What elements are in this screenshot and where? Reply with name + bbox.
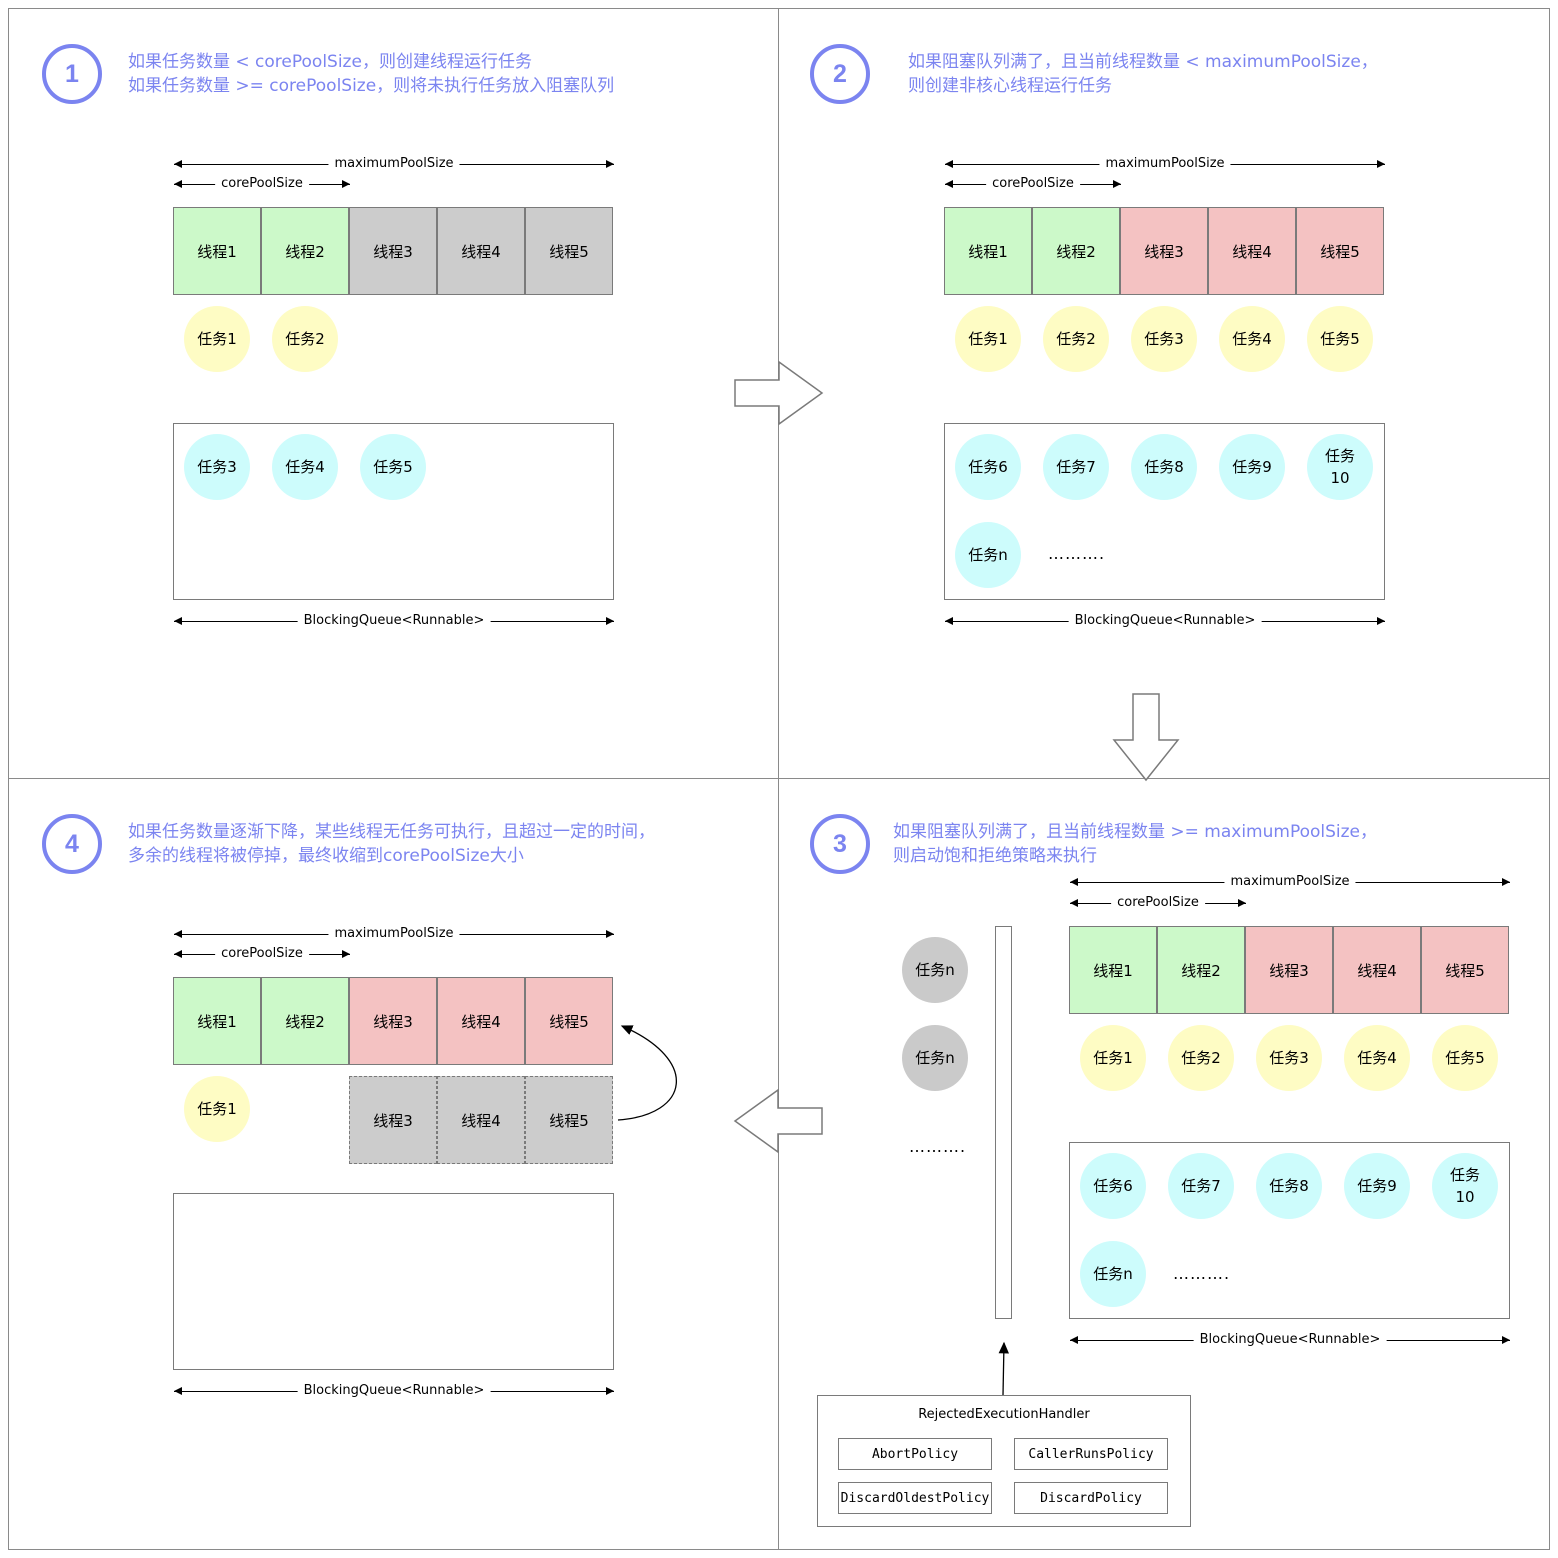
core-pool-dimension: corePoolSize [174, 175, 350, 193]
queued-task: 任务 10 [1432, 1153, 1498, 1219]
running-task: 任务2 [1168, 1025, 1234, 1091]
queue-dimension: BlockingQueue<Runnable> [174, 612, 614, 630]
queued-task: 任务5 [360, 434, 426, 500]
thread-cell: 线程3 [1245, 926, 1333, 1014]
thread-cell: 线程1 [173, 977, 261, 1065]
queued-task: 任务8 [1256, 1153, 1322, 1219]
left-arrow-icon [733, 1088, 823, 1154]
running-task: 任务3 [1131, 306, 1197, 372]
max-pool-dimension: maximumPoolSize [945, 155, 1385, 173]
running-task: 任务1 [184, 306, 250, 372]
max-pool-dimension: maximumPoolSize [174, 155, 614, 173]
core-pool-dimension: corePoolSize [945, 175, 1121, 193]
thread-cell: 线程4 [437, 207, 525, 295]
step-2-title: 如果阻塞队列满了，且当前线程数量 < maximumPoolSize， 则创建非… [908, 52, 1378, 96]
queued-task: 任务3 [184, 434, 250, 500]
thread-cell: 线程2 [1157, 926, 1245, 1014]
thread-cell: 线程2 [261, 207, 349, 295]
step-4-title: 如果任务数量逐渐下降，某些线程无任务可执行，且超过一定的时间， 多余的线程将被停… [128, 822, 655, 866]
queued-task: 任务7 [1043, 434, 1109, 500]
stopped-thread-cell: 线程5 [525, 1076, 613, 1164]
queued-task: 任务9 [1344, 1153, 1410, 1219]
queued-task: 任务4 [272, 434, 338, 500]
running-task: 任务2 [272, 306, 338, 372]
thread-cell: 线程4 [1333, 926, 1421, 1014]
queued-task: 任务6 [955, 434, 1021, 500]
shrink-curve-arrow [617, 1025, 677, 1121]
running-task: 任务5 [1307, 306, 1373, 372]
step-3-badge: 3 [810, 814, 870, 874]
stopped-thread-cell: 线程4 [437, 1076, 525, 1164]
thread-cell: 线程2 [1032, 207, 1120, 295]
queue-dimension: BlockingQueue<Runnable> [174, 1382, 614, 1400]
running-task: 任务4 [1219, 306, 1285, 372]
discard-policy: DiscardPolicy [1014, 1482, 1168, 1514]
thread-cell: 线程1 [944, 207, 1032, 295]
max-pool-dimension: maximumPoolSize [174, 925, 614, 943]
queued-task: 任务7 [1168, 1153, 1234, 1219]
thread-cell: 线程3 [349, 207, 437, 295]
thread-cell: 线程5 [1421, 926, 1509, 1014]
step-1-badge: 1 [42, 44, 102, 104]
more-tasks-ellipsis: ………. [1048, 544, 1106, 563]
thread-cell: 线程3 [349, 977, 437, 1065]
handler-title: RejectedExecutionHandler [918, 1407, 1090, 1422]
queued-task: 任务6 [1080, 1153, 1146, 1219]
thread-cell: 线程4 [1208, 207, 1296, 295]
step-2-badge: 2 [810, 44, 870, 104]
running-task: 任务2 [1043, 306, 1109, 372]
running-task: 任务1 [184, 1076, 250, 1142]
thread-cell: 线程1 [1069, 926, 1157, 1014]
step-1-title: 如果任务数量 < corePoolSize，则创建线程运行任务 如果任务数量 >… [128, 52, 615, 96]
thread-cell: 线程1 [173, 207, 261, 295]
running-task: 任务5 [1432, 1025, 1498, 1091]
queued-task: 任务8 [1131, 434, 1197, 500]
panel-3-frame [778, 778, 1550, 1550]
down-arrow-icon [1112, 693, 1180, 782]
thread-cell: 线程2 [261, 977, 349, 1065]
queue-dimension: BlockingQueue<Runnable> [1070, 1331, 1510, 1349]
abort-policy: AbortPolicy [838, 1438, 992, 1470]
running-task: 任务1 [955, 306, 1021, 372]
core-pool-dimension: corePoolSize [174, 945, 350, 963]
right-arrow-icon [734, 360, 824, 426]
thread-cell: 线程5 [525, 977, 613, 1065]
thread-cell: 线程3 [1120, 207, 1208, 295]
max-pool-dimension: maximumPoolSize [1070, 873, 1510, 891]
thread-cell: 线程5 [525, 207, 613, 295]
running-task: 任务1 [1080, 1025, 1146, 1091]
step-3-title: 如果阻塞队列满了，且当前线程数量 >= maximumPoolSize， 则启动… [893, 822, 1378, 866]
running-task: 任务4 [1344, 1025, 1410, 1091]
caller-runs-policy: CallerRunsPolicy [1014, 1438, 1168, 1470]
stopped-thread-cell: 线程3 [349, 1076, 437, 1164]
thread-cell: 线程5 [1296, 207, 1384, 295]
queued-task: 任务n [955, 522, 1021, 588]
running-task: 任务3 [1256, 1025, 1322, 1091]
step-4-badge: 4 [42, 814, 102, 874]
rejection-barrier [995, 926, 1012, 1319]
rejected-execution-handler [817, 1395, 1191, 1527]
handler-pointer-arrow [998, 1341, 1009, 1396]
discard-oldest-policy: DiscardOldestPolicy [838, 1482, 992, 1514]
rejected-task: 任务n [902, 937, 968, 1003]
queued-task: 任务n [1080, 1241, 1146, 1307]
queued-task: 任务 10 [1307, 434, 1373, 500]
queue-dimension: BlockingQueue<Runnable> [945, 612, 1385, 630]
more-tasks-ellipsis: ………. [1173, 1264, 1231, 1283]
blocking-queue-box [173, 1193, 614, 1370]
more-rejected-ellipsis: ………. [909, 1137, 967, 1156]
rejected-task: 任务n [902, 1025, 968, 1091]
core-pool-dimension: corePoolSize [1070, 894, 1246, 912]
queued-task: 任务9 [1219, 434, 1285, 500]
thread-cell: 线程4 [437, 977, 525, 1065]
